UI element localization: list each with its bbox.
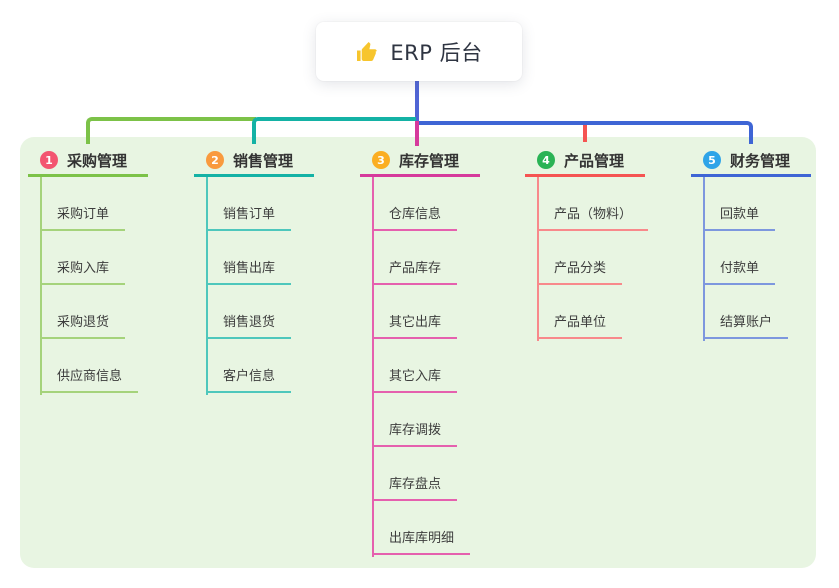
connector-branch-4	[583, 121, 587, 142]
child-node[interactable]: 库存盘点	[372, 447, 458, 501]
branch-header[interactable]: 2 销售管理	[194, 146, 314, 177]
child-node[interactable]: 产品单位	[537, 285, 623, 339]
branch-header[interactable]: 3 库存管理	[360, 146, 480, 177]
child-node[interactable]: 销售出库	[206, 231, 292, 285]
branch-number-badge: 2	[206, 151, 224, 169]
child-node-label: 库存盘点	[389, 477, 442, 492]
branch-children: 仓库信息 产品库存 其它出库 其它入库 库存调拨	[372, 177, 471, 555]
child-node-label: 回款单	[720, 207, 760, 222]
child-node-label: 出库库明细	[389, 531, 455, 546]
branch-section-5: 5 财务管理 回款单 付款单 结算账户	[691, 146, 839, 341]
connector-root-stem	[415, 81, 419, 125]
root-node-label: ERP 后台	[390, 40, 483, 65]
child-node[interactable]: 其它出库	[372, 285, 458, 339]
connector-branch-5	[419, 121, 753, 144]
child-node[interactable]: 回款单	[703, 177, 776, 231]
child-node-label: 其它出库	[389, 315, 442, 330]
connector-branch-2	[252, 117, 416, 144]
child-node-label: 采购订单	[57, 207, 110, 222]
branch-title: 采购管理	[67, 151, 128, 170]
branch-number-badge: 1	[40, 151, 58, 169]
child-node[interactable]: 付款单	[703, 231, 776, 285]
child-node[interactable]: 供应商信息	[40, 339, 139, 393]
branch-title: 库存管理	[399, 151, 460, 170]
branch-children: 采购订单 采购入库 采购退货 供应商信息	[40, 177, 139, 393]
child-node[interactable]: 采购退货	[40, 285, 126, 339]
child-node-label: 其它入库	[389, 369, 442, 384]
child-node[interactable]: 出库库明细	[372, 501, 471, 555]
child-node[interactable]: 客户信息	[206, 339, 292, 393]
child-node-label: 产品库存	[389, 261, 442, 276]
branch-title: 销售管理	[233, 151, 294, 170]
branch-title: 财务管理	[730, 151, 791, 170]
branch-title: 产品管理	[564, 151, 625, 170]
branch-section-1: 1 采购管理 采购订单 采购入库 采购退货 供应商信息	[28, 146, 192, 395]
child-node[interactable]: 产品（物料）	[537, 177, 649, 231]
child-node-label: 产品分类	[554, 261, 607, 276]
branch-number-badge: 3	[372, 151, 390, 169]
thumbs-up-icon	[355, 40, 379, 64]
child-node[interactable]: 产品库存	[372, 231, 458, 285]
child-node-label: 产品（物料）	[554, 207, 633, 222]
child-node[interactable]: 销售订单	[206, 177, 292, 231]
child-node[interactable]: 仓库信息	[372, 177, 458, 231]
branch-header[interactable]: 5 财务管理	[691, 146, 811, 177]
child-node-label: 销售订单	[223, 207, 276, 222]
branch-section-2: 2 销售管理 销售订单 销售出库 销售退货 客户信息	[194, 146, 358, 395]
branch-number-badge: 5	[703, 151, 721, 169]
child-node-label: 采购退货	[57, 315, 110, 330]
child-node-label: 库存调拨	[389, 423, 442, 438]
child-node[interactable]: 产品分类	[537, 231, 623, 285]
branch-header[interactable]: 1 采购管理	[28, 146, 148, 177]
child-node[interactable]: 采购入库	[40, 231, 126, 285]
connector-branch-1	[86, 117, 256, 144]
child-node-label: 采购入库	[57, 261, 110, 276]
child-node-label: 供应商信息	[57, 369, 123, 384]
branch-spine	[206, 177, 208, 395]
branch-spine	[537, 177, 539, 341]
branch-section-4: 4 产品管理 产品（物料） 产品分类 产品单位	[525, 146, 689, 341]
child-node-label: 客户信息	[223, 369, 276, 384]
branch-section-3: 3 库存管理 仓库信息 产品库存 其它出库 其它入库	[360, 146, 524, 557]
branch-spine	[40, 177, 42, 395]
child-node-label: 产品单位	[554, 315, 607, 330]
child-node[interactable]: 销售退货	[206, 285, 292, 339]
child-node-label: 销售退货	[223, 315, 276, 330]
branch-spine	[372, 177, 374, 557]
branch-children: 回款单 付款单 结算账户	[703, 177, 789, 339]
branch-children: 销售订单 销售出库 销售退货 客户信息	[206, 177, 292, 393]
branch-header[interactable]: 4 产品管理	[525, 146, 645, 177]
child-node[interactable]: 采购订单	[40, 177, 126, 231]
child-node-label: 付款单	[720, 261, 760, 276]
child-node[interactable]: 库存调拨	[372, 393, 458, 447]
branch-spine	[703, 177, 705, 341]
root-node[interactable]: ERP 后台	[316, 22, 522, 81]
child-node[interactable]: 结算账户	[703, 285, 789, 339]
child-node-label: 销售出库	[223, 261, 276, 276]
branches-panel	[20, 137, 816, 568]
child-node-label: 仓库信息	[389, 207, 442, 222]
branch-number-badge: 4	[537, 151, 555, 169]
child-node-label: 结算账户	[720, 315, 773, 330]
child-node[interactable]: 其它入库	[372, 339, 458, 393]
branch-children: 产品（物料） 产品分类 产品单位	[537, 177, 649, 339]
connector-branch-3	[415, 121, 419, 146]
